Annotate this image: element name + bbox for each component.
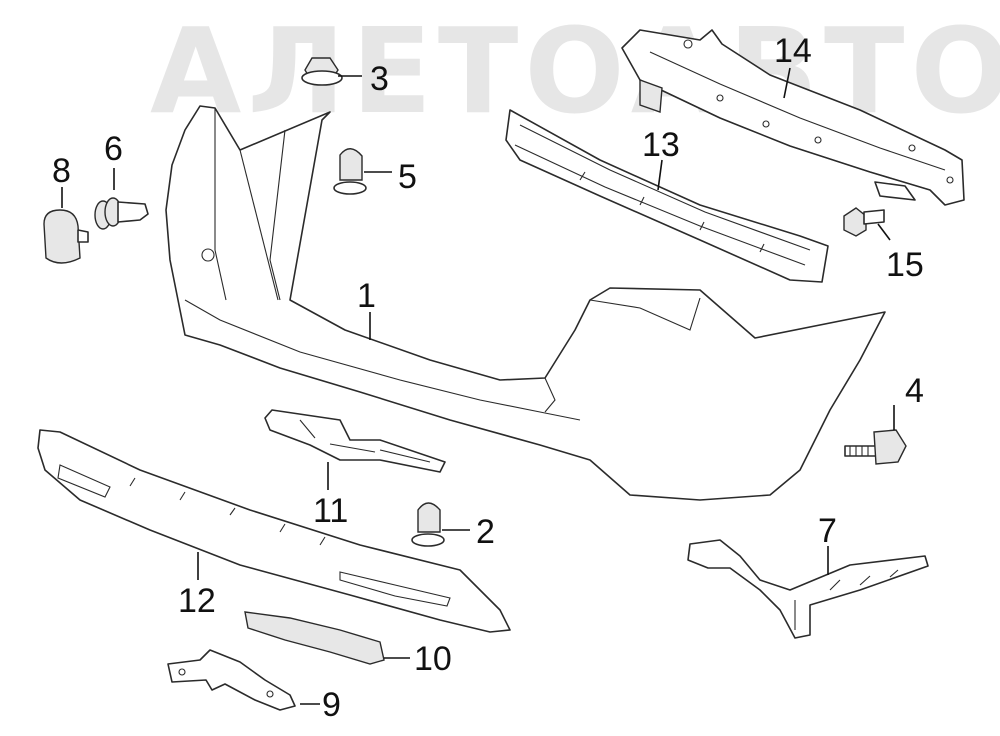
callout-1: 1	[357, 277, 376, 315]
callout-7: 7	[818, 512, 837, 550]
callout-13: 13	[642, 126, 680, 164]
part-5-push-clip-upper	[333, 148, 367, 195]
callout-4: 4	[905, 372, 924, 410]
callout-10: 10	[414, 640, 452, 678]
part-11-center-bracket	[264, 409, 446, 473]
part-1-bumper-cover	[165, 105, 886, 501]
part-12-lower-valance	[37, 429, 511, 633]
part-8-cap	[43, 209, 89, 264]
callout-3: 3	[370, 60, 389, 98]
part-10-reflector	[244, 611, 385, 665]
part-7-side-bracket	[687, 539, 929, 639]
part-2-push-clip-lower	[411, 502, 445, 547]
callout-11: 11	[313, 492, 348, 530]
callout-labels: 1 2 3 4 5 6 7 8 9 10 11 12 13 14 15	[52, 32, 924, 724]
callout-8: 8	[52, 152, 71, 190]
part-6-retainer	[94, 197, 149, 230]
part-3-nut	[301, 57, 343, 86]
leader-lines	[61, 67, 895, 705]
part-15-bar-bolt	[843, 207, 885, 237]
callout-5: 5	[398, 158, 417, 196]
callout-12: 12	[178, 582, 216, 620]
callout-9: 9	[322, 686, 341, 724]
part-4-bolt	[844, 429, 907, 465]
callout-6: 6	[104, 130, 123, 168]
part-9-reflector-bracket	[167, 649, 296, 711]
part-14-impact-bar	[621, 29, 965, 206]
part-13-energy-absorber	[505, 109, 829, 283]
callout-15: 15	[886, 246, 924, 284]
callout-2: 2	[476, 513, 495, 551]
callout-14: 14	[774, 32, 812, 70]
